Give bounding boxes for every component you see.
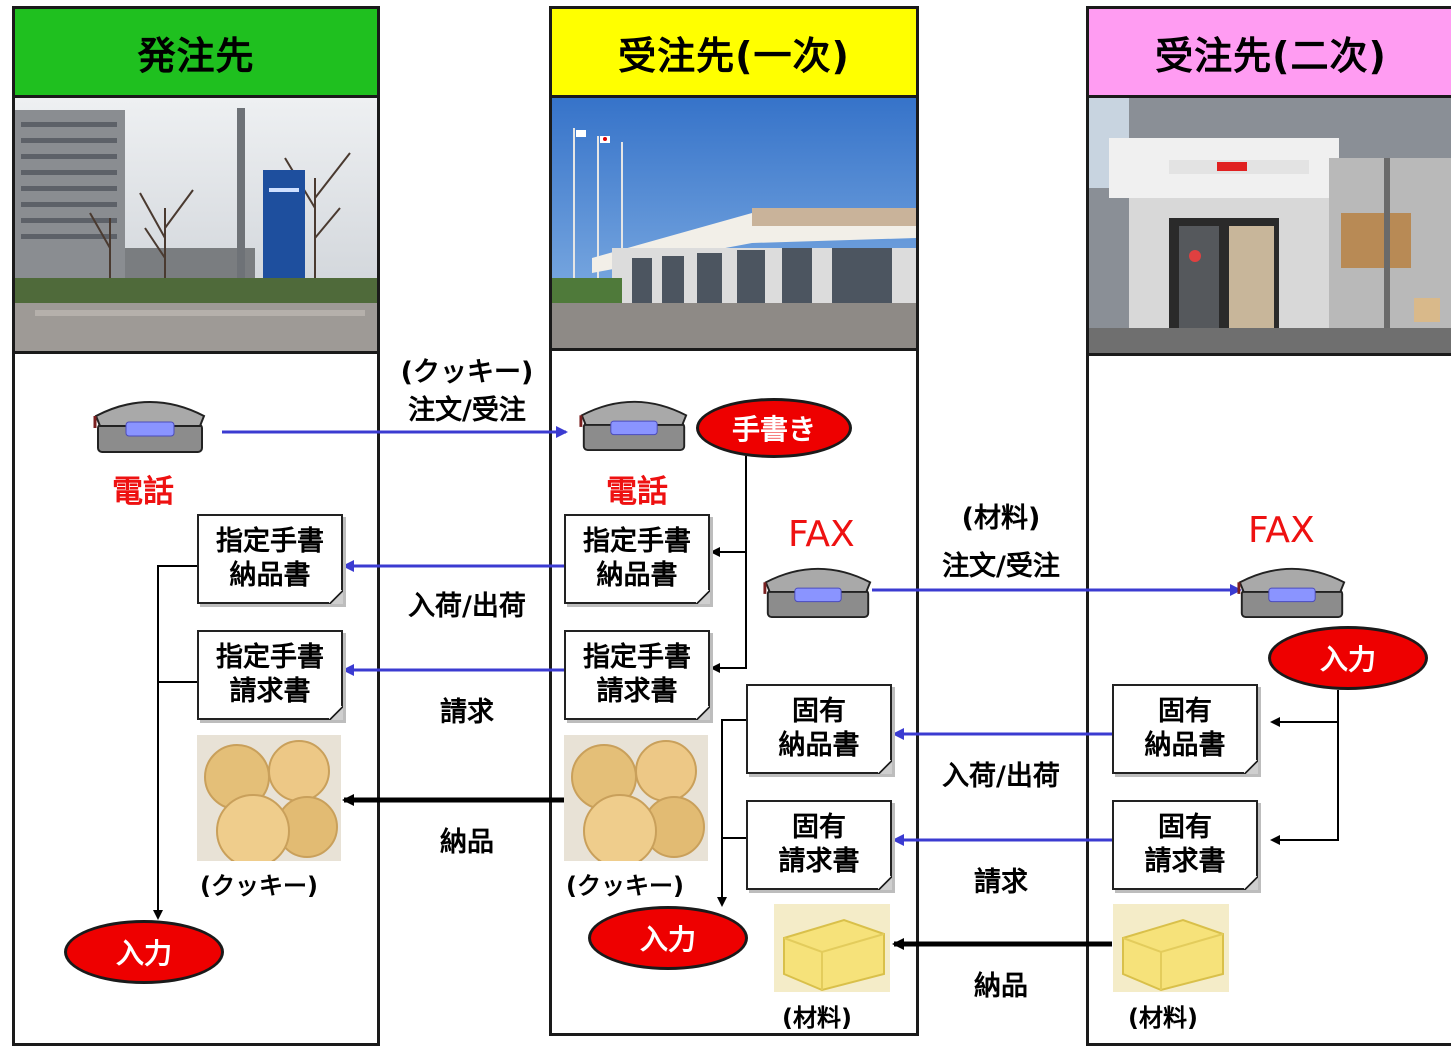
flow-label-deliver-2: 納品	[974, 971, 1028, 1002]
doc-line: 請求書	[1144, 846, 1226, 877]
orderer-phone-icon	[93, 401, 206, 453]
primary-fax-icon	[763, 567, 872, 619]
primary-input-badge: 入力	[588, 906, 748, 970]
doc-line: 納品書	[229, 560, 311, 591]
primary-handwritten-badge: 手書き	[696, 398, 852, 458]
orderer-building-photo	[15, 98, 377, 354]
doc-line: 納品書	[778, 730, 860, 761]
orderer-phone-label: 電話	[112, 474, 174, 510]
orderer-cookie-caption: (クッキー)	[200, 872, 318, 900]
flow-label-bill-2: 請求	[974, 867, 1028, 898]
primary-own-delivery-doc: 固有 納品書	[746, 684, 892, 774]
doc-line: 指定手書	[216, 642, 324, 673]
doc-line: 請求書	[596, 676, 678, 707]
flow-label-bill-1: 請求	[440, 697, 494, 728]
flow-label-order-material-1: (材料)	[961, 503, 1041, 534]
doc-line: 指定手書	[583, 526, 691, 557]
primary-own-invoice-doc: 固有 請求書	[746, 800, 892, 890]
primary-cookie-image	[564, 735, 708, 861]
secondary-input-badge: 入力	[1268, 626, 1428, 690]
flow-label-order-cookie-1: (クッキー)	[400, 357, 534, 388]
flow-label-order-cookie-2: 注文/受注	[408, 395, 526, 426]
doc-line: 納品書	[1144, 730, 1226, 761]
doc-line: 固有	[1158, 812, 1212, 843]
secondary-fax-label: FAX	[1248, 510, 1315, 551]
secondary-butter-image	[1113, 904, 1229, 992]
doc-line: 納品書	[596, 560, 678, 591]
primary-phone-icon	[579, 400, 688, 452]
secondary-own-delivery-doc: 固有 納品書	[1112, 684, 1258, 774]
secondary-fax-icon	[1237, 567, 1346, 619]
primary-delivery-doc: 指定手書 納品書	[564, 514, 710, 604]
doc-line: 固有	[792, 696, 846, 727]
orderer-cookie-image	[197, 735, 341, 861]
lane-header-secondary: 受注先(二次)	[1086, 6, 1451, 98]
secondary-own-invoice-doc: 固有 請求書	[1112, 800, 1258, 890]
flow-label-order-material-2: 注文/受注	[942, 551, 1060, 582]
flow-label-ship-1: 入荷/出荷	[408, 591, 526, 622]
primary-building-photo	[552, 98, 916, 351]
primary-invoice-doc: 指定手書 請求書	[564, 630, 710, 720]
secondary-building-photo	[1089, 98, 1451, 356]
primary-fax-label: FAX	[788, 514, 855, 555]
orderer-invoice-doc: 指定手書 請求書	[197, 630, 343, 720]
primary-cookie-caption: (クッキー)	[566, 872, 684, 900]
doc-line: 指定手書	[216, 526, 324, 557]
secondary-material-caption: (材料)	[1128, 1004, 1198, 1032]
primary-material-caption: (材料)	[782, 1004, 852, 1032]
orderer-delivery-doc: 指定手書 納品書	[197, 514, 343, 604]
lane-header-primary: 受注先(一次)	[549, 6, 919, 98]
flow-label-ship-2: 入荷/出荷	[942, 761, 1060, 792]
doc-line: 固有	[792, 812, 846, 843]
flow-label-deliver-1: 納品	[440, 827, 494, 858]
primary-butter-image	[774, 904, 890, 992]
doc-line: 指定手書	[583, 642, 691, 673]
lane-header-orderer: 発注先	[12, 6, 380, 98]
doc-line: 請求書	[229, 676, 311, 707]
doc-line: 固有	[1158, 696, 1212, 727]
orderer-input-badge: 入力	[64, 920, 224, 984]
primary-phone-label: 電話	[606, 474, 668, 510]
doc-line: 請求書	[778, 846, 860, 877]
